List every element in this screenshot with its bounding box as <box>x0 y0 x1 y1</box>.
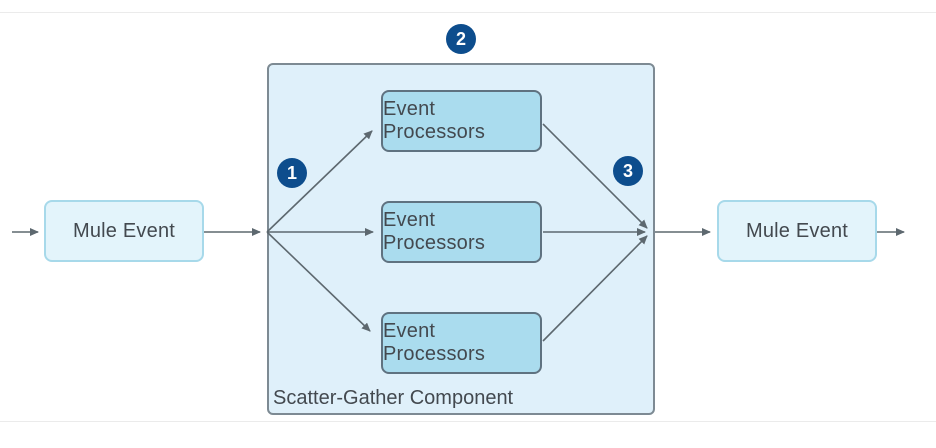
connector-scatter-to-bottom-processor <box>266 231 371 332</box>
scatter-gather-container-label: Scatter-Gather Component <box>273 387 514 409</box>
connector-top-processor-to-gather <box>542 123 648 229</box>
step-badge-3: 3 <box>613 156 643 186</box>
connector-scatter-to-top-processor <box>266 130 373 233</box>
output-mule-event-label: Mule Event <box>745 219 849 242</box>
output-mule-event-box: Mule Event <box>717 200 877 262</box>
event-processor-label: Event Processors <box>383 320 486 365</box>
top-divider-line <box>0 12 936 13</box>
step-badge-2: 2 <box>446 24 476 54</box>
event-processor-label: Event Processors <box>383 98 486 143</box>
event-processor-box-top: Event Processors <box>381 90 542 152</box>
step-badge-1: 1 <box>277 158 307 188</box>
input-mule-event-box: Mule Event <box>44 200 204 262</box>
input-mule-event-label: Mule Event <box>72 219 176 242</box>
event-processor-box-bottom: Event Processors <box>381 312 542 374</box>
connector-bottom-processor-to-gather <box>542 235 648 342</box>
event-processor-box-middle: Event Processors <box>381 201 542 263</box>
event-processor-label: Event Processors <box>383 209 486 254</box>
bottom-divider-line <box>0 421 936 422</box>
